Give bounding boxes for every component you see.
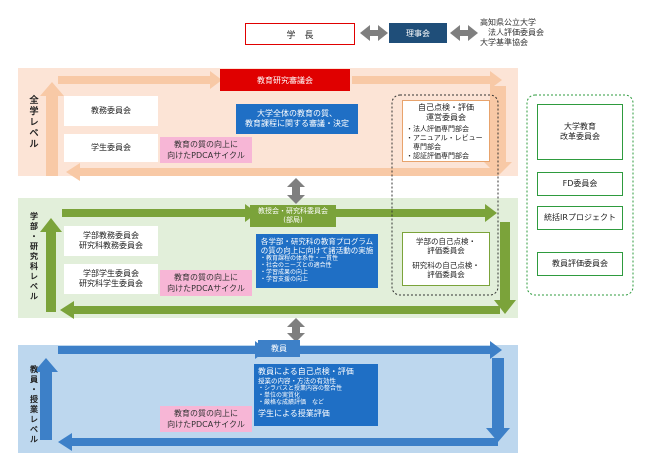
faculty-academic-committee: 学部教務委員会 研究科教務委員会 [64, 226, 158, 256]
improvement-item-4: ・学習支援の向上 [260, 276, 309, 283]
pdca-university: 教育の質の向上に 向けたPDCAサイクル [160, 137, 252, 163]
education-research-council: 教育研究審議会 [220, 69, 350, 91]
student-affairs-committee: 学生委員会 [64, 134, 158, 162]
self-eval-item-1: ・法人評価専門部会 [406, 125, 469, 133]
council-label: 教育研究審議会 [257, 75, 313, 85]
external-evaluators: 高知県公立大学 法人評価委員会 大学基準協会 [480, 18, 544, 47]
deliberation-box: 大学全体の教育の質、 教育課程に関する審議・決定 [236, 104, 358, 134]
improvement-title: 各学部・研究科の教育プログラム の質の向上に向けて諸活動の実施 [260, 237, 374, 255]
faculty-self-eval-box: 学部の自己点検・ 評価委員会 研究科の自己点検・ 評価委員会 [402, 232, 490, 286]
member-self-eval-item-3: ・厳格な成績評価 など [258, 399, 325, 406]
member-self-eval-box: 教員による自己点検・評価 授業の内容・方法の有効性 ・シラバスと授業内容の整合性… [254, 364, 378, 426]
green-arrow-bottom [60, 301, 500, 319]
self-eval-item-3: ・認証評価専門部会 [406, 152, 469, 160]
improvement-activities: 各学部・研究科の教育プログラム の質の向上に向けて諸活動の実施 ・教育課程の体系… [256, 234, 378, 288]
fd-committee: FD委員会 [537, 172, 623, 196]
double-arrow-university-faculty [287, 178, 305, 204]
orange-arrow-bottom [66, 163, 498, 181]
orange-arrow-left-up [40, 82, 64, 176]
orange-arrow-top-right [352, 71, 502, 89]
pdca-faculty: 教育の質の向上に 向けたPDCAサイクル [160, 270, 252, 296]
blue-arrow-bottom [58, 433, 498, 451]
member-self-eval-item-2: ・単位の実質化 [258, 392, 301, 399]
blue-arrow-left-up [34, 358, 58, 440]
faculty-member-box: 教員 [258, 340, 300, 357]
faculty-member-label: 教員 [271, 344, 287, 353]
member-self-eval-item-1: ・シラバスと授業内容の整合性 [258, 385, 342, 392]
green-arrow-top-left [62, 204, 257, 222]
board-box: 理事会 [389, 23, 447, 43]
blue-arrow-top-left [58, 341, 267, 359]
orange-arrow-top-left [58, 71, 222, 89]
green-arrow-right-down [494, 222, 516, 314]
blue-arrow-top-right [300, 341, 502, 359]
double-arrow-board-external [450, 25, 478, 41]
improvement-item-3: ・学習成果の向上 [260, 269, 309, 276]
green-arrow-left-up [40, 218, 62, 312]
president-box: 学 長 [245, 23, 355, 45]
faculty-self-eval-2: 研究科の自己点検・ 評価委員会 [412, 261, 480, 279]
deliberation-text: 大学全体の教育の質、 教育課程に関する審議・決定 [245, 109, 349, 128]
self-eval-dotted-frame [391, 94, 499, 296]
green-arrow-top-right [335, 204, 497, 222]
ir-project: 統括IRプロジェクト [537, 206, 623, 230]
president-label: 学 長 [286, 30, 314, 41]
improvement-item-2: ・社会のニーズとの適合性 [260, 262, 332, 269]
double-arrow-president-board [360, 25, 388, 41]
self-eval-committee: 自己点検・評価 運営委員会 ・法人評価専門部会 ・アニュアル・レビュー 専門部会… [402, 100, 490, 162]
blue-arrow-right-down [486, 358, 510, 442]
university-level-label: 全 学 レ ベ ル [29, 96, 39, 150]
student-evaluation: 学生による授業評価 [258, 409, 330, 418]
member-self-eval-sub: 授業の内容・方法の有効性 [258, 377, 336, 385]
faculty-evaluation-committee: 教員評価委員会 [537, 252, 623, 276]
orange-arrow-right-down [484, 86, 512, 176]
faculty-student-committee: 学部学生委員会 研究科学生委員会 [64, 264, 158, 294]
faculty-council: 教授会・研究科委員会 (部局) [250, 205, 336, 227]
faculty-member-level-label: 教 員 ・ 授 業 レ ベ ル [30, 365, 38, 444]
faculty-council-label: 教授会・研究科委員会 (部局) [258, 207, 328, 224]
member-self-eval-title: 教員による自己点検・評価 [258, 367, 354, 376]
faculty-level-label: 学 部 ・ 研 究 科 レ ベ ル [30, 212, 38, 301]
pdca-faculty-member: 教育の質の向上に 向けたPDCAサイクル [160, 406, 252, 432]
support-dotted-frame [526, 94, 634, 296]
faculty-self-eval-1: 学部の自己点検・ 評価委員会 [416, 237, 476, 255]
board-label: 理事会 [406, 28, 430, 38]
double-arrow-faculty-member [287, 318, 305, 342]
improvement-item-1: ・教育課程の体系性・一貫性 [260, 255, 339, 262]
academic-affairs-committee: 教務委員会 [64, 96, 158, 126]
self-eval-item-2: ・アニュアル・レビュー 専門部会 [406, 134, 483, 151]
self-eval-title: 自己点検・評価 運営委員会 [418, 103, 474, 122]
education-reform-committee: 大学教育 改革委員会 [537, 104, 623, 160]
